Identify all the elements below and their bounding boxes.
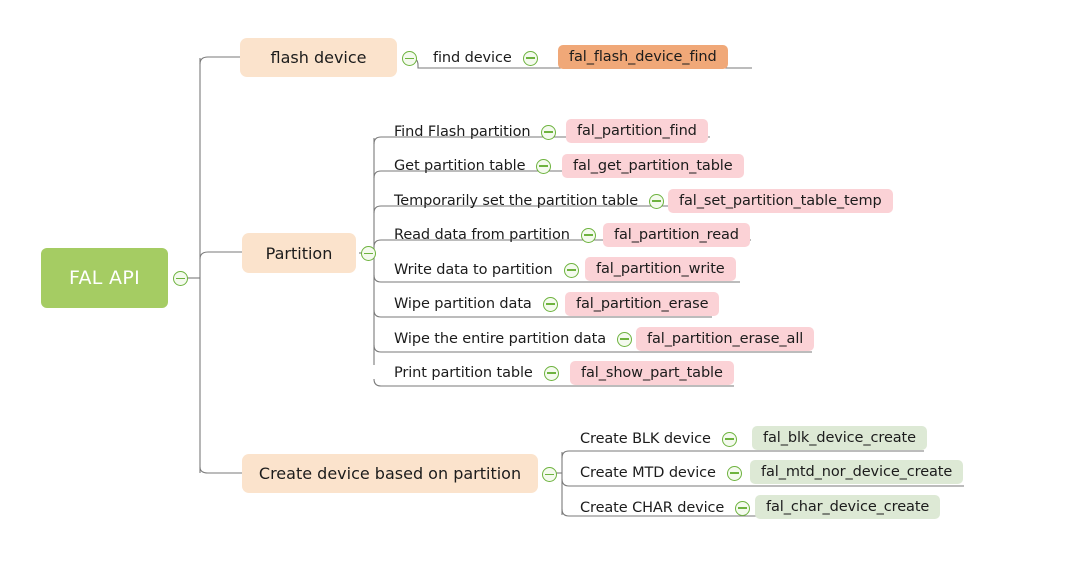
api-pill-label: fal_flash_device_find: [569, 49, 717, 65]
child-row-wipe-entire-partition-data[interactable]: Wipe the entire partition data: [394, 326, 632, 352]
collapse-toggle-read-data-from-partition[interactable]: [580, 227, 596, 243]
child-row-read-data-from-partition[interactable]: Read data from partition: [394, 222, 596, 248]
child-row-find-flash-partition[interactable]: Find Flash partition: [394, 119, 557, 145]
api-pill-fal-partition-write[interactable]: fal_partition_write: [585, 257, 736, 281]
api-pill-label: fal_blk_device_create: [763, 430, 916, 446]
collapse-toggle-create-mtd-device[interactable]: [726, 465, 742, 481]
child-label-print-partition-table: Print partition table: [394, 365, 533, 381]
child-label-read-data-from-partition: Read data from partition: [394, 227, 570, 243]
child-row-find-device[interactable]: find device: [433, 45, 538, 71]
api-pill-fal-partition-erase-all[interactable]: fal_partition_erase_all: [636, 327, 815, 351]
collapse-toggle-partition[interactable]: [361, 246, 376, 261]
api-pill-fal-set-partition-table-temp[interactable]: fal_set_partition_table_temp: [668, 189, 893, 213]
root-node-fal-api[interactable]: FAL API: [41, 248, 168, 308]
api-pill-fal-partition-find[interactable]: fal_partition_find: [566, 119, 708, 143]
branch-node-flash-device[interactable]: flash device: [240, 38, 397, 77]
collapse-toggle-find-device[interactable]: [522, 50, 538, 66]
child-row-temporarily-set-partition-table[interactable]: Temporarily set the partition table: [394, 188, 665, 214]
child-label-find-flash-partition: Find Flash partition: [394, 124, 531, 140]
api-pill-label: fal_set_partition_table_temp: [679, 193, 882, 209]
branch-node-create-device-label: Create device based on partition: [258, 464, 522, 483]
api-pill-fal-blk-device-create[interactable]: fal_blk_device_create: [752, 426, 927, 450]
collapse-toggle-write-data-to-partition[interactable]: [563, 262, 579, 278]
child-row-wipe-partition-data[interactable]: Wipe partition data: [394, 291, 558, 317]
child-label-create-mtd-device: Create MTD device: [580, 465, 716, 481]
api-pill-fal-char-device-create[interactable]: fal_char_device_create: [755, 495, 941, 519]
root-node-label: FAL API: [69, 267, 140, 289]
child-row-create-mtd-device[interactable]: Create MTD device: [580, 460, 742, 486]
api-pill-fal-flash-device-find[interactable]: fal_flash_device_find: [558, 45, 728, 69]
api-pill-label: fal_show_part_table: [581, 365, 723, 381]
branch-node-partition-label: Partition: [265, 243, 333, 263]
child-label-wipe-entire-partition-data: Wipe the entire partition data: [394, 331, 606, 347]
branch-node-partition[interactable]: Partition: [242, 233, 356, 273]
branch-node-flash-device-label: flash device: [270, 48, 367, 67]
collapse-toggle-wipe-entire-partition-data[interactable]: [617, 331, 632, 347]
collapse-toggle-wipe-partition-data[interactable]: [542, 296, 558, 312]
child-label-get-partition-table: Get partition table: [394, 158, 526, 174]
api-pill-label: fal_partition_write: [596, 261, 725, 277]
api-pill-label: fal_char_device_create: [766, 499, 930, 515]
api-pill-fal-partition-erase[interactable]: fal_partition_erase: [565, 292, 720, 316]
api-pill-fal-partition-read[interactable]: fal_partition_read: [603, 223, 750, 247]
api-pill-fal-show-part-table[interactable]: fal_show_part_table: [570, 361, 734, 385]
collapse-toggle-temporarily-set-partition-table[interactable]: [649, 193, 665, 209]
api-pill-label: fal_mtd_nor_device_create: [761, 464, 953, 480]
api-pill-fal-get-partition-table[interactable]: fal_get_partition_table: [562, 154, 744, 178]
child-label-create-char-device: Create CHAR device: [580, 500, 725, 516]
branch-node-create-device-based-on-partition[interactable]: Create device based on partition: [242, 454, 538, 493]
collapse-toggle-flash-device[interactable]: [402, 51, 417, 66]
api-pill-label: fal_get_partition_table: [573, 158, 733, 174]
child-row-print-partition-table[interactable]: Print partition table: [394, 360, 559, 386]
api-pill-label: fal_partition_erase: [576, 296, 709, 312]
child-row-write-data-to-partition[interactable]: Write data to partition: [394, 257, 579, 283]
child-label-create-blk-device: Create BLK device: [580, 431, 711, 447]
child-label-temporarily-set-partition-table: Temporarily set the partition table: [394, 193, 639, 209]
child-label-wipe-partition-data: Wipe partition data: [394, 296, 532, 312]
collapse-toggle-find-flash-partition[interactable]: [541, 124, 557, 140]
child-row-create-char-device[interactable]: Create CHAR device: [580, 495, 751, 521]
collapse-toggle-get-partition-table[interactable]: [536, 158, 552, 174]
api-pill-fal-mtd-nor-device-create[interactable]: fal_mtd_nor_device_create: [750, 460, 964, 484]
child-label-write-data-to-partition: Write data to partition: [394, 262, 553, 278]
api-pill-label: fal_partition_find: [577, 123, 697, 139]
child-label-find-device: find device: [433, 50, 512, 66]
child-row-create-blk-device[interactable]: Create BLK device: [580, 426, 737, 452]
api-pill-label: fal_partition_read: [614, 227, 739, 243]
api-pill-label: fal_partition_erase_all: [647, 331, 804, 347]
collapse-toggle-create-char-device[interactable]: [735, 500, 751, 516]
collapse-toggle-create-blk-device[interactable]: [721, 431, 737, 447]
collapse-toggle-root[interactable]: [173, 271, 188, 286]
child-row-get-partition-table[interactable]: Get partition table: [394, 153, 552, 179]
collapse-toggle-create-device[interactable]: [542, 467, 557, 482]
collapse-toggle-print-partition-table[interactable]: [543, 365, 559, 381]
